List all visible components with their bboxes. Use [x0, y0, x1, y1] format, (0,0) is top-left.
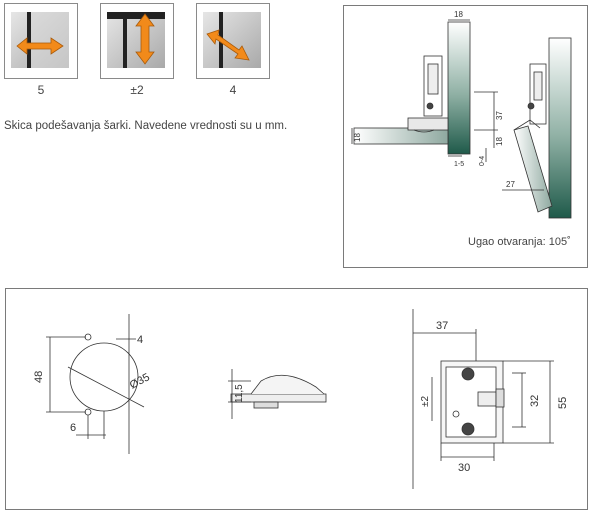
dim-0-4: 0-4 [479, 156, 486, 166]
arrow-vertical-icon [107, 12, 165, 68]
dim-11-5: 11,5 [234, 384, 245, 403]
dim-48: 48 [33, 371, 45, 383]
adjustment-caption: Skica podešavanja šarki. Navedene vredno… [4, 120, 288, 132]
adjust-vertical-value: ±2 [130, 83, 144, 97]
dim-left-18: 18 [353, 133, 362, 142]
adjust-horizontal-value: 5 [37, 83, 45, 97]
dim-pm-2: ±2 [420, 396, 431, 407]
dim-37-plate: 37 [436, 320, 448, 332]
side-view-drawing: 18 18 37 18 0-4 1-5 27 [351, 10, 572, 219]
dim-37: 37 [495, 111, 504, 120]
dim-30: 30 [458, 462, 470, 474]
dim-27: 27 [506, 180, 515, 189]
opening-angle-label: Ugao otvaranja: 105˚ [468, 236, 571, 248]
dim-6: 6 [70, 422, 76, 434]
dim-18: 18 [495, 137, 504, 146]
dim-32: 32 [529, 395, 541, 407]
dim-diameter-35: Ø35 [128, 371, 152, 391]
arrow-horizontal-icon [11, 12, 69, 68]
adjust-depth-box [196, 3, 270, 79]
adjust-vertical-box [100, 3, 174, 79]
dim-55: 55 [557, 397, 569, 409]
arrow-depth-icon [203, 12, 261, 68]
install-frame: 48 4 Ø35 6 11,5 37 ±2 32 55 30 [5, 288, 588, 510]
dim-1-5: 1-5 [454, 161, 464, 168]
dim-top-18: 18 [454, 10, 463, 19]
install-drawing: 48 4 Ø35 6 11,5 37 ±2 32 55 30 [33, 309, 569, 489]
adjust-horizontal-box [4, 3, 78, 79]
adjust-depth-value: 4 [229, 83, 237, 97]
side-view-frame: 18 18 37 18 0-4 1-5 27 Ugao otvaranja: 1… [343, 5, 588, 268]
dim-4: 4 [137, 334, 143, 346]
